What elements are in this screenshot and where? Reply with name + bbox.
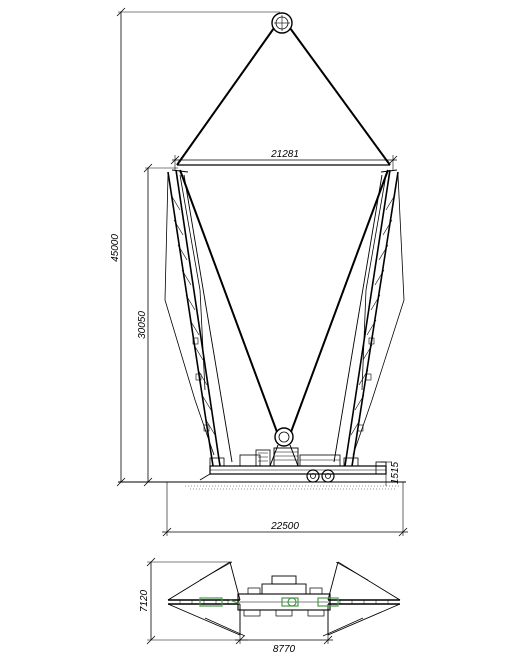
label-top-span: 21281 <box>270 149 299 160</box>
dim-base-span <box>162 482 408 537</box>
plan-right-boom <box>322 561 401 637</box>
plan-view <box>146 557 401 645</box>
dim-top-span <box>170 155 398 170</box>
plan-green-details <box>199 597 339 607</box>
lower-sheave <box>274 427 294 447</box>
upper-cables <box>176 27 391 166</box>
plan-chassis <box>237 575 331 617</box>
ground <box>118 481 406 490</box>
top-sheave <box>271 12 293 34</box>
base-trailer <box>199 444 387 483</box>
label-base-span: 22500 <box>270 521 299 532</box>
v-cables <box>179 169 389 433</box>
label-base-clearance: 1515 <box>390 461 401 484</box>
label-mast-height: 30050 <box>137 311 148 339</box>
plan-left-boom <box>167 561 246 637</box>
label-total-height: 45000 <box>110 234 121 262</box>
dim-total-height <box>116 7 280 487</box>
elevation-view <box>116 7 408 537</box>
right-mast <box>333 169 405 467</box>
label-plan-width: 7120 <box>139 589 150 612</box>
dim-plan-length <box>235 608 333 645</box>
left-mast <box>164 169 233 467</box>
label-plan-length: 8770 <box>273 644 296 655</box>
dim-plan-width <box>146 557 248 645</box>
